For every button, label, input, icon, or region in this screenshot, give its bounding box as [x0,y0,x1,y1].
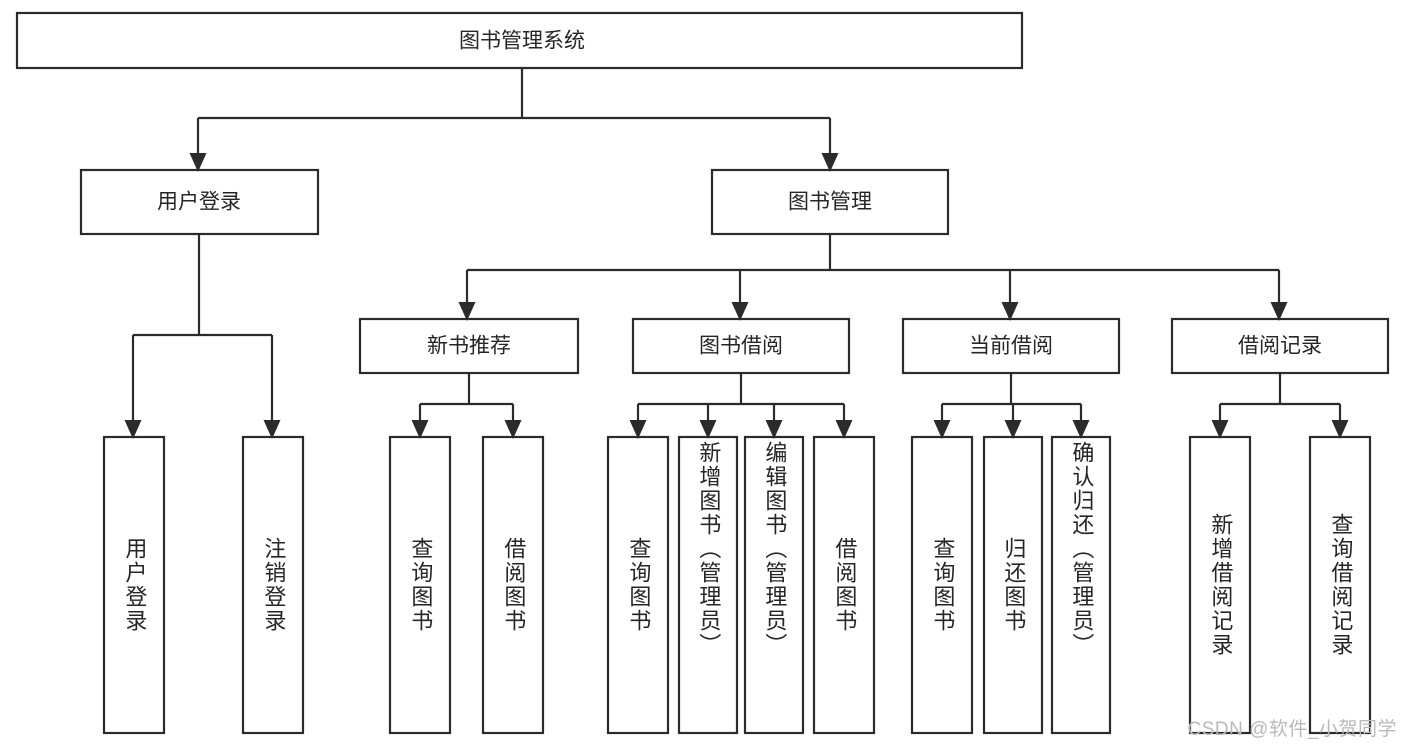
leaf-box-current-borrow-1[interactable] [982,435,1044,735]
leaf-box-current-borrow-2[interactable] [1050,435,1112,735]
label-current-borrow: 当前借阅 [969,335,1053,358]
leaf-box-new-book-recommend-1[interactable] [481,435,545,735]
connector-current-borrow-to-leaves [933,373,1090,439]
label-book-management: 图书管理 [788,191,872,214]
leaf-box-book-borrow-2[interactable] [743,435,805,735]
label-user-login: 用户登录 [157,191,241,214]
csdn-watermark: CSDN @软件_小贺同学 [1187,719,1397,740]
label-new-book-recommend: 新书推荐 [427,335,511,358]
label-root: 图书管理系统 [459,30,585,53]
label-book-borrow: 图书借阅 [699,335,783,358]
connector-user-login-to-leaves [124,234,281,439]
leaf-box-book-borrow-3[interactable] [812,435,876,735]
leaf-box-current-borrow-0[interactable] [910,435,974,735]
leaf-box-user-login-0[interactable] [102,435,166,735]
node-root-book-management-system[interactable] [15,11,1024,70]
leaf-box-user-login-1[interactable] [241,435,305,735]
connector-book-management-to-level3 [458,234,1288,321]
connector-book-borrow-to-leaves [629,373,853,439]
leaf-box-borrow-record-1[interactable] [1308,435,1372,735]
connector-root-to-level2 [189,68,839,172]
leaf-box-book-borrow-0[interactable] [606,435,670,735]
label-borrow-record: 借阅记录 [1238,335,1322,358]
node-new-book-recommend[interactable] [358,317,580,375]
leaf-box-new-book-recommend-0[interactable] [388,435,452,735]
leaf-box-book-borrow-1[interactable] [677,435,739,735]
connector-borrow-record-to-leaves [1211,373,1349,439]
leaf-box-borrow-record-0[interactable] [1188,435,1252,735]
connector-new-book-recommend-to-leaves [411,373,522,439]
node-user-login[interactable] [79,168,320,236]
node-current-borrow[interactable] [901,317,1121,375]
